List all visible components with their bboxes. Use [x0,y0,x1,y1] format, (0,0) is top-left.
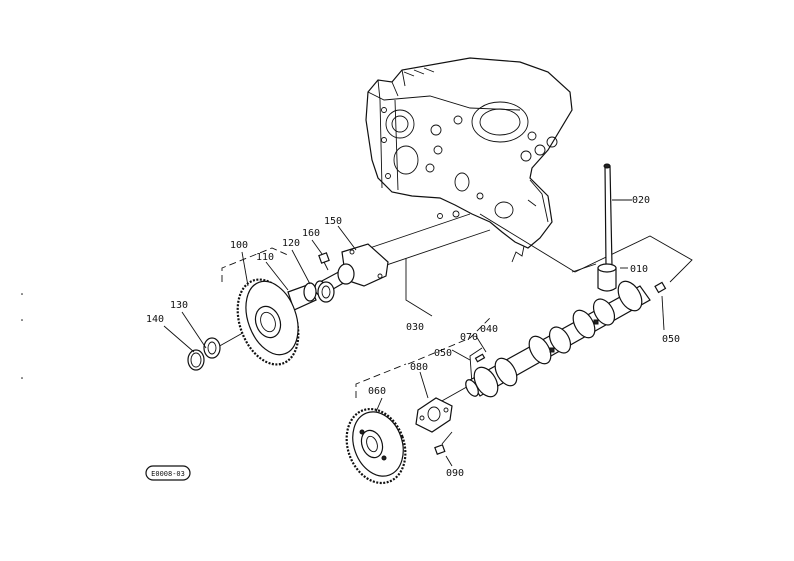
bushing-110 [287,282,317,311]
key [474,353,486,363]
callout-050-left: 050 [434,348,452,359]
callout-040: 040 [480,324,498,335]
part-callouts: 010 020 030 040 050 050 060 070 080 090 … [146,195,680,479]
collar-120 [317,281,335,303]
camshaft [465,280,651,398]
callout-010: 010 [630,264,648,275]
callout-060: 060 [368,386,386,397]
callout-160: 160 [302,228,320,239]
cam-lobes [473,280,643,398]
cam-gear [345,407,407,485]
idle-gear [236,278,300,366]
callout-leaders [163,225,665,467]
callout-030: 030 [406,322,424,333]
bolt-160 [318,252,330,271]
callout-070: 070 [460,332,478,343]
callout-020: 020 [632,195,650,206]
plug-050 [654,281,667,294]
margin-marks [21,293,23,379]
engine-block [365,57,573,263]
circlip-140 [187,349,205,371]
washer-130 [203,337,221,359]
callout-080: 080 [410,362,428,373]
stopper-plate [415,397,453,433]
callout-140: 140 [146,314,164,325]
figure-code: E0008-03 [151,470,185,478]
bolt-090 [434,431,453,455]
callout-100: 100 [230,240,248,251]
callout-090: 090 [446,468,464,479]
figure-code-badge: E0008-03 [145,465,191,481]
push-rod [603,163,632,267]
tappet [597,263,617,292]
callout-120: 120 [282,238,300,249]
callout-150: 150 [324,216,342,227]
callout-110: 110 [256,252,274,263]
callout-130: 130 [170,300,188,311]
callout-050-right: 050 [662,334,680,345]
